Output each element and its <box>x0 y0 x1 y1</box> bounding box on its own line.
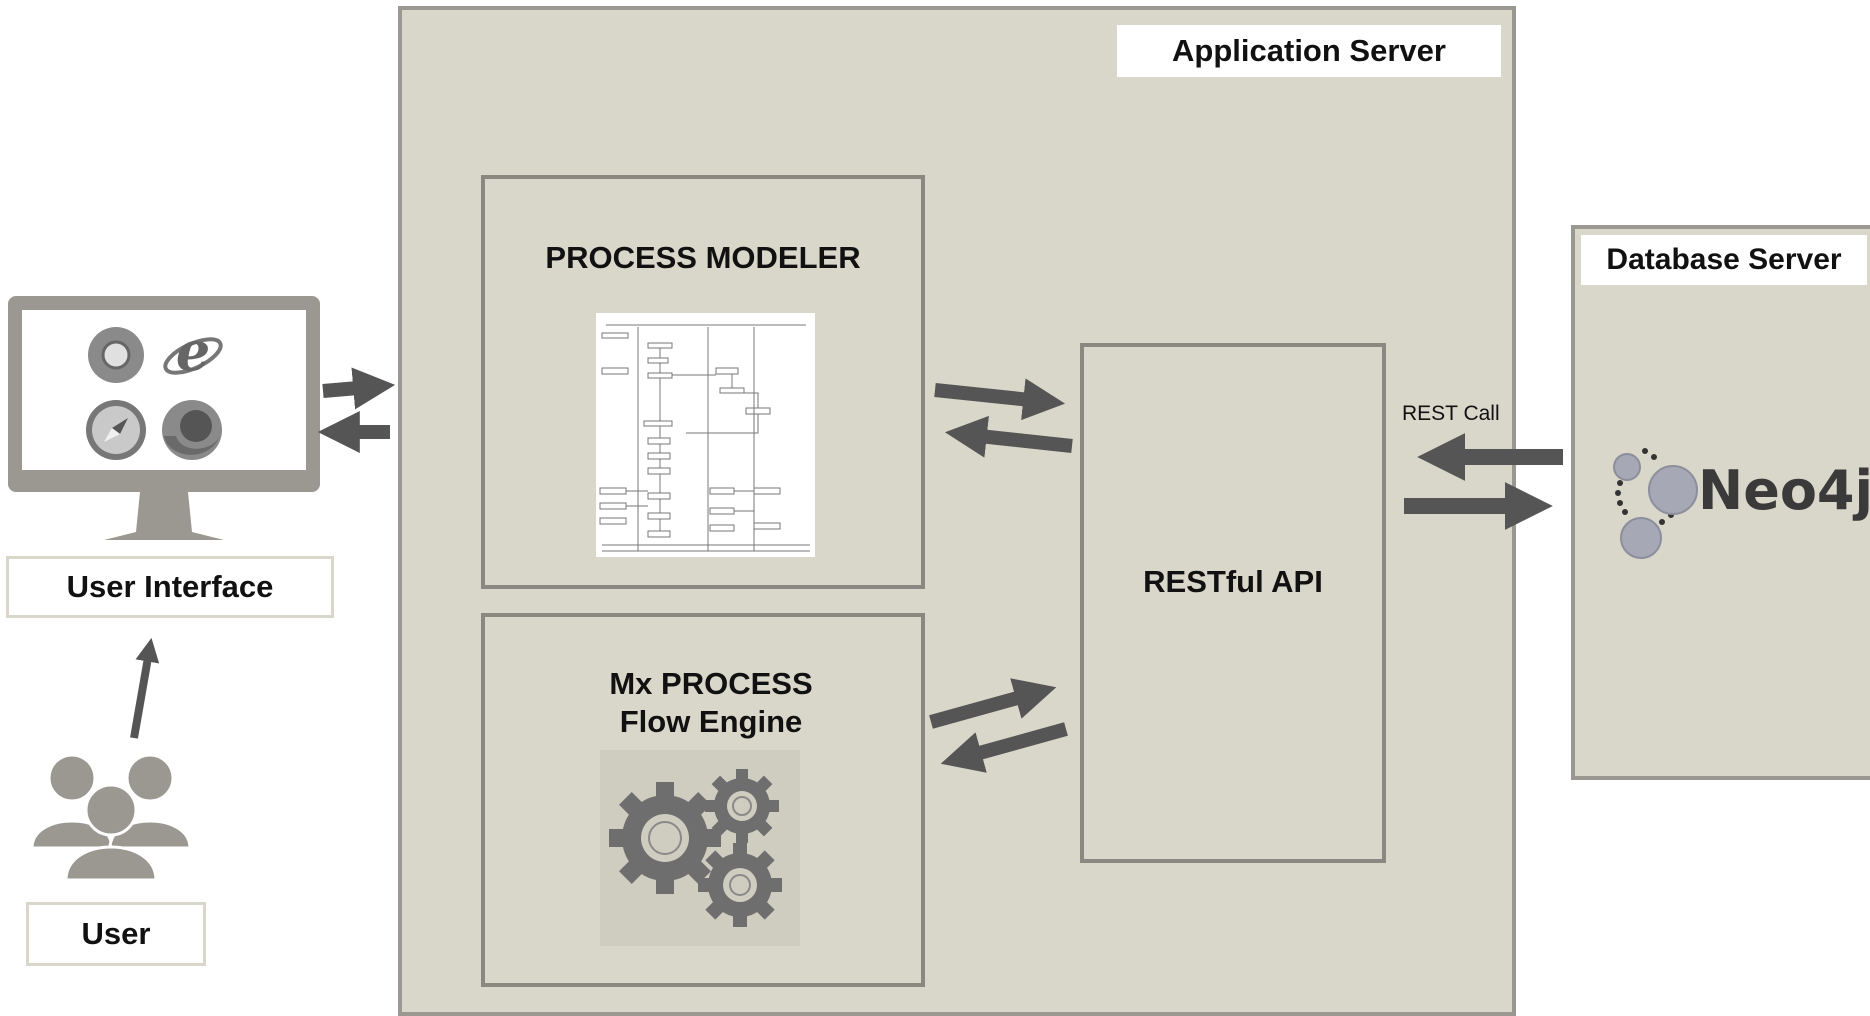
flow-engine-title-line1: Mx PROCESS <box>609 666 813 701</box>
database-server-label: Database Server <box>1578 232 1870 288</box>
modeler-to-api-arrow <box>934 378 1066 421</box>
restful-api-title: RESTful API <box>1143 564 1323 599</box>
engine-to-api-arrow <box>929 678 1057 729</box>
restful-api-box <box>1080 343 1386 863</box>
svg-text:e: e <box>176 320 210 383</box>
neo4j-logo-text: Neo4j <box>1698 459 1870 522</box>
user-label: User <box>26 902 206 966</box>
user-interface-label: User Interface <box>6 556 334 618</box>
monitor-icon <box>8 296 320 546</box>
application-server-label: Application Server <box>1114 22 1504 80</box>
ui-to-app-arrow <box>322 367 396 410</box>
rest-call-label: REST Call <box>1402 402 1500 425</box>
user-to-ui-arrow <box>130 637 160 739</box>
neo4j-logo: Neo4j <box>1605 445 1870 565</box>
api-to-engine-arrow <box>940 722 1068 773</box>
api-to-modeler-arrow <box>944 415 1073 458</box>
process-modeler-title: PROCESS MODELER <box>545 240 861 275</box>
flow-engine-title-line2: Flow Engine <box>619 704 803 739</box>
process-diagram-thumbnail <box>596 313 815 557</box>
gears-icon <box>600 750 800 946</box>
